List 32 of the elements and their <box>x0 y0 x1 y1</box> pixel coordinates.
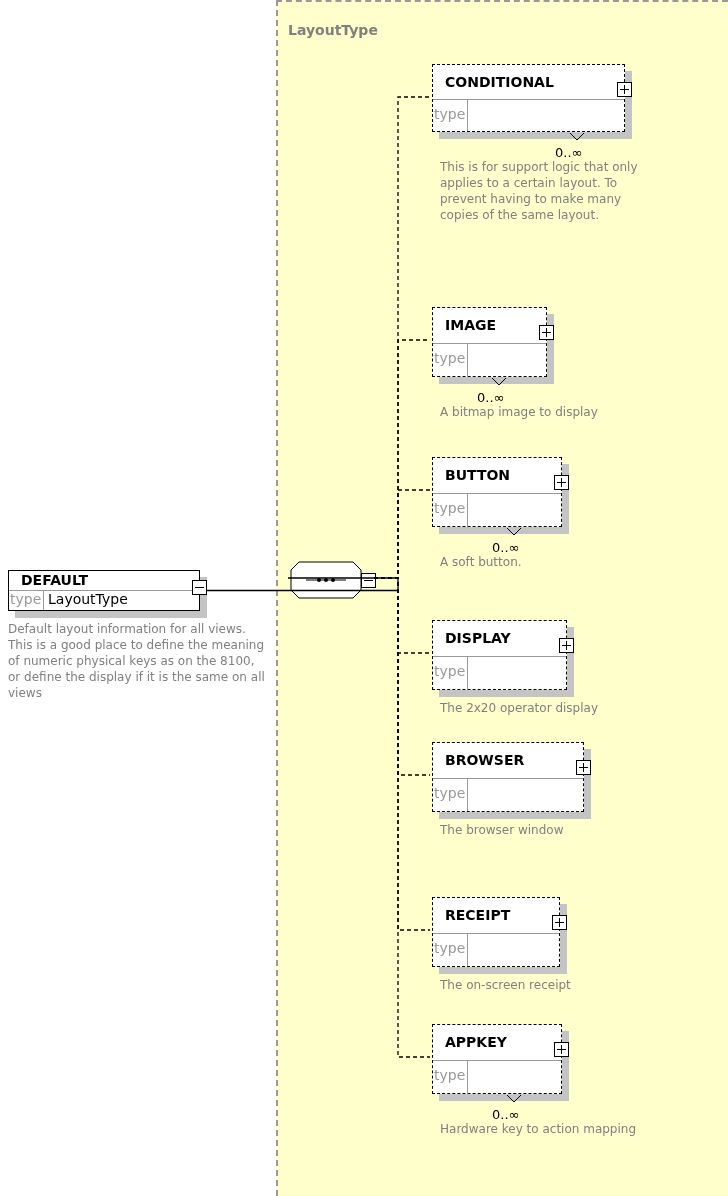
type-label: type <box>434 500 466 516</box>
description-text: Hardware key to action mapping <box>440 1121 638 1137</box>
element-name: IMAGE <box>445 317 497 333</box>
element-name: BUTTON <box>445 467 511 483</box>
type-panel <box>276 0 728 1196</box>
element-name: DEFAULT <box>21 572 89 588</box>
type-label: type <box>434 350 466 366</box>
type-value: LayoutType <box>43 591 132 610</box>
type-label: type <box>434 105 466 122</box>
connector-line <box>205 577 399 592</box>
type-label: type <box>10 591 42 607</box>
type-label: type <box>434 1067 466 1083</box>
description-text: This is for support logic that only applies to a certain layout. To prevent having to make many copies of the same layout. <box>440 159 639 223</box>
type-label: type <box>434 785 466 801</box>
element-name: DISPLAY <box>445 630 511 646</box>
description-text: The 2x20 operator display <box>440 700 599 716</box>
element-name: APPKEY <box>445 1034 507 1050</box>
type-label: type <box>434 940 466 956</box>
description-text: A soft button. <box>440 554 523 570</box>
description-text: Default layout information for all views. This is a good place to define the meaning of numeric physical keys as on the 8100, or define the display if it is the same on all views <box>8 621 266 701</box>
description-text: The browser window <box>440 822 565 838</box>
element-name: CONDITIONAL <box>445 73 554 90</box>
description-text: A bitmap image to display <box>440 404 599 420</box>
element-name: RECEIPT <box>445 907 511 923</box>
multiplicity-label: 0..∞ <box>477 390 505 405</box>
type-name: LayoutType <box>288 22 378 38</box>
element-name: BROWSER <box>445 752 525 768</box>
multiplicity-label: 0..∞ <box>492 1107 520 1122</box>
description-text: The on-screen receipt <box>440 977 572 993</box>
multiplicity-label: 0..∞ <box>492 540 520 555</box>
multiplicity-label: 0..∞ <box>555 145 583 160</box>
type-label: type <box>434 663 466 679</box>
